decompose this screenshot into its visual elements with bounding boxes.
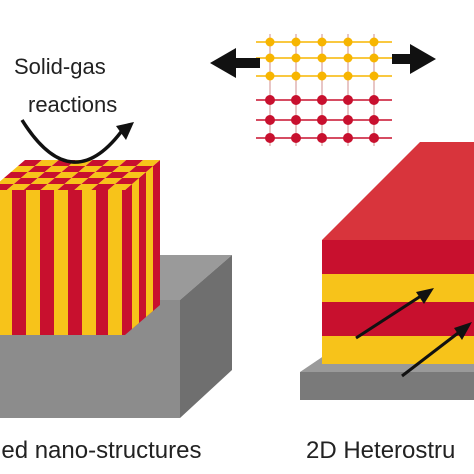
solid-gas-label: Solid-gas [14,54,106,79]
checker-cell [105,172,130,178]
yellow-atom [369,37,379,47]
atomic-lattice [256,34,392,146]
red-atom [343,133,353,143]
red-atom [317,95,327,105]
checker-cell [13,178,38,184]
red-atom [369,133,379,143]
checker-cell [71,172,96,178]
checker-cell [44,166,69,172]
checker-cell [47,178,72,184]
checker-cell [102,160,127,166]
checker-cell [40,184,65,190]
checker-cell [34,160,59,166]
checker-cell [30,178,55,184]
red-atom [265,115,275,125]
yellow-atom [317,53,327,63]
checker-cell [112,166,137,172]
left-caption: hed nano-structures [0,437,202,464]
double-arrow-icon [210,44,436,78]
checker-cell [78,166,103,172]
yellow-atom [291,37,301,47]
checker-cell [0,178,21,184]
yellow-atom [369,71,379,81]
checker-cell [23,184,48,190]
checker-cell [4,172,28,178]
checker-cell [81,178,106,184]
checker-cell [6,184,31,190]
yellow-atom [343,37,353,47]
red-atom [291,133,301,143]
red-atom [317,133,327,143]
heterostructure-stack [322,142,474,364]
checker-cell [88,172,113,178]
yellow-atom [343,53,353,63]
cube-side-face [125,160,160,335]
cube-front-face [0,190,125,335]
red-atom [265,95,275,105]
checker-cell [85,160,110,166]
yellow-atom [343,71,353,81]
diffusion-arrows [355,288,472,378]
checker-cell [119,160,144,166]
checker-cell [129,166,153,172]
striped-cube [0,160,160,335]
checker-cell [95,166,120,172]
yellow-atom [317,37,327,47]
red-atom [343,115,353,125]
red-atom [343,95,353,105]
checker-cell [115,178,139,184]
curved-arrow-icon [20,119,134,164]
yellow-atom [291,53,301,63]
yellow-atom [369,53,379,63]
red-atom [317,115,327,125]
checker-cell [18,160,42,166]
checker-cell [64,178,89,184]
cube-top-checkerboard [0,160,160,190]
checker-cell [61,166,86,172]
checker-cell [11,166,35,172]
checker-cell [27,166,52,172]
checker-cell [37,172,62,178]
yellow-atom [265,53,275,63]
checker-cell [136,160,160,166]
checker-cell [20,172,45,178]
right-caption: 2D Heterostru [306,437,456,464]
red-atom [291,95,301,105]
checker-cell [91,184,116,190]
checker-cell [74,184,99,190]
red-atom [291,115,301,125]
checker-cell [0,184,14,190]
red-atom [369,95,379,105]
red-atom [265,133,275,143]
reactions-label: reactions [28,92,118,117]
yellow-atom [265,37,275,47]
checker-cell [122,172,146,178]
red-atom [369,115,379,125]
checker-cell [98,178,123,184]
yellow-atom [265,71,275,81]
checker-cell [54,172,79,178]
checker-cell [108,184,132,190]
yellow-atom [291,71,301,81]
yellow-atom [317,71,327,81]
checker-cell [57,184,82,190]
